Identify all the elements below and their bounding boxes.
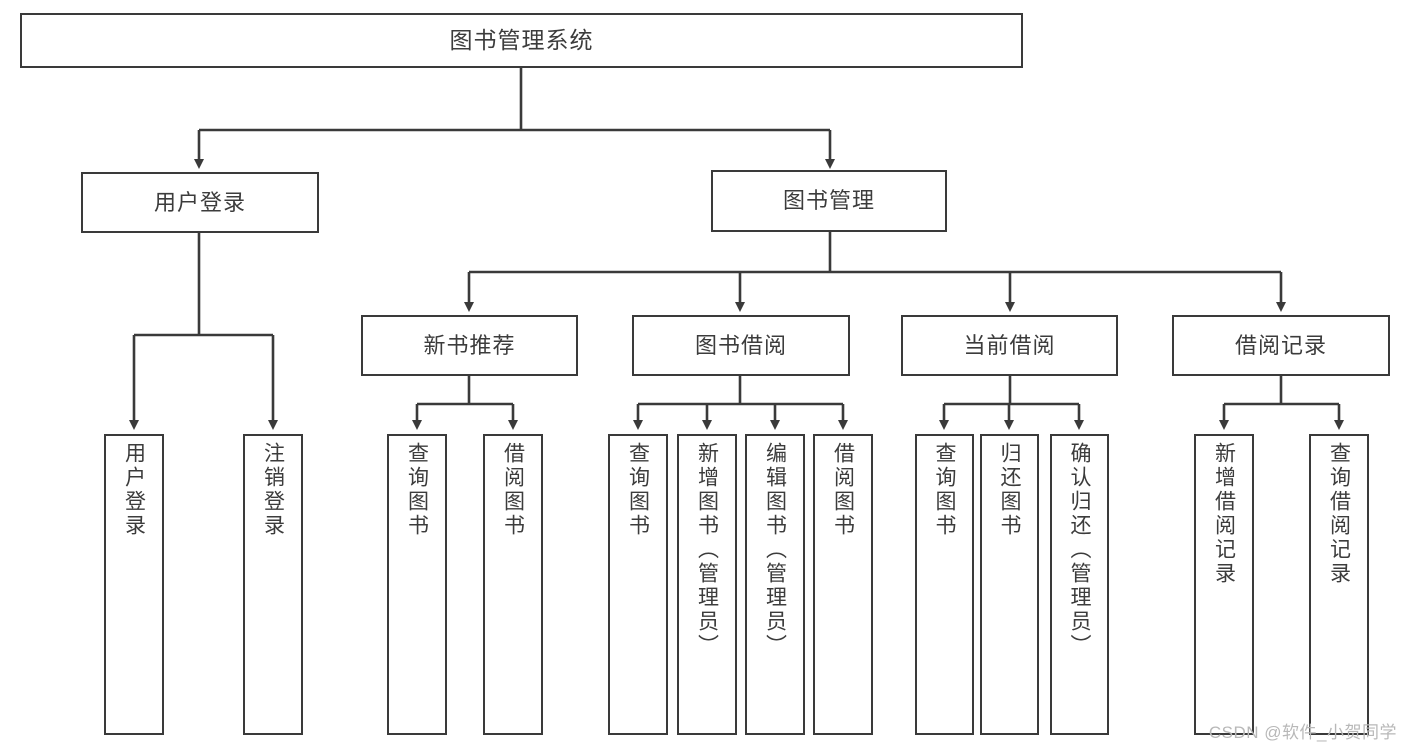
node-label: 图书管理系统 [449,27,594,54]
leaf-current-query-book[interactable]: 查询图书 [915,434,974,735]
node-user-login[interactable]: 用户登录 [81,172,319,233]
node-label: 查询图书 [933,442,956,538]
node-label: 图书管理 [782,188,875,214]
node-root-system[interactable]: 图书管理系统 [20,13,1023,68]
watermark: CSDN @软件_小贺同学 [1208,723,1397,742]
node-label: 查询图书 [405,442,429,538]
leaf-borrow-add-book[interactable]: 新增图书（管理员） [677,434,737,735]
node-current-borrow[interactable]: 当前借阅 [901,315,1118,376]
leaf-user-login-logout[interactable]: 注销登录 [243,434,303,735]
leaf-current-return-book[interactable]: 归还图书 [980,434,1039,735]
leaf-current-confirm-return[interactable]: 确认归还（管理员） [1050,434,1109,735]
node-label: 注销登录 [261,442,285,538]
node-label: 确认归还（管理员） [1068,442,1091,658]
node-borrow-record[interactable]: 借阅记录 [1172,315,1390,376]
node-label: 编辑图书（管理员） [763,442,787,658]
leaf-recommend-borrow-book[interactable]: 借阅图书 [483,434,543,735]
leaf-record-query-record[interactable]: 查询借阅记录 [1309,434,1369,735]
node-label: 当前借阅 [963,332,1056,358]
leaf-user-login-login[interactable]: 用户登录 [104,434,164,735]
node-label: 查询借阅记录 [1327,442,1351,586]
node-label: 借阅记录 [1234,332,1327,358]
node-label: 借阅图书 [831,442,855,538]
node-label: 图书借阅 [694,332,787,358]
leaf-borrow-borrow-book[interactable]: 借阅图书 [813,434,873,735]
leaf-borrow-edit-book[interactable]: 编辑图书（管理员） [745,434,805,735]
leaf-borrow-query-book[interactable]: 查询图书 [608,434,668,735]
node-book-borrow[interactable]: 图书借阅 [632,315,850,376]
node-book-management[interactable]: 图书管理 [711,170,947,232]
node-label: 归还图书 [998,442,1021,538]
leaf-recommend-query-book[interactable]: 查询图书 [387,434,447,735]
node-label: 查询图书 [626,442,650,538]
node-label: 借阅图书 [501,442,525,538]
node-label: 用户登录 [122,442,146,538]
node-label: 新增借阅记录 [1212,442,1236,586]
node-label: 新增图书（管理员） [695,442,719,658]
leaf-record-add-record[interactable]: 新增借阅记录 [1194,434,1254,735]
node-new-book-recommend[interactable]: 新书推荐 [361,315,578,376]
node-label: 新书推荐 [423,332,516,358]
node-label: 用户登录 [153,189,246,215]
